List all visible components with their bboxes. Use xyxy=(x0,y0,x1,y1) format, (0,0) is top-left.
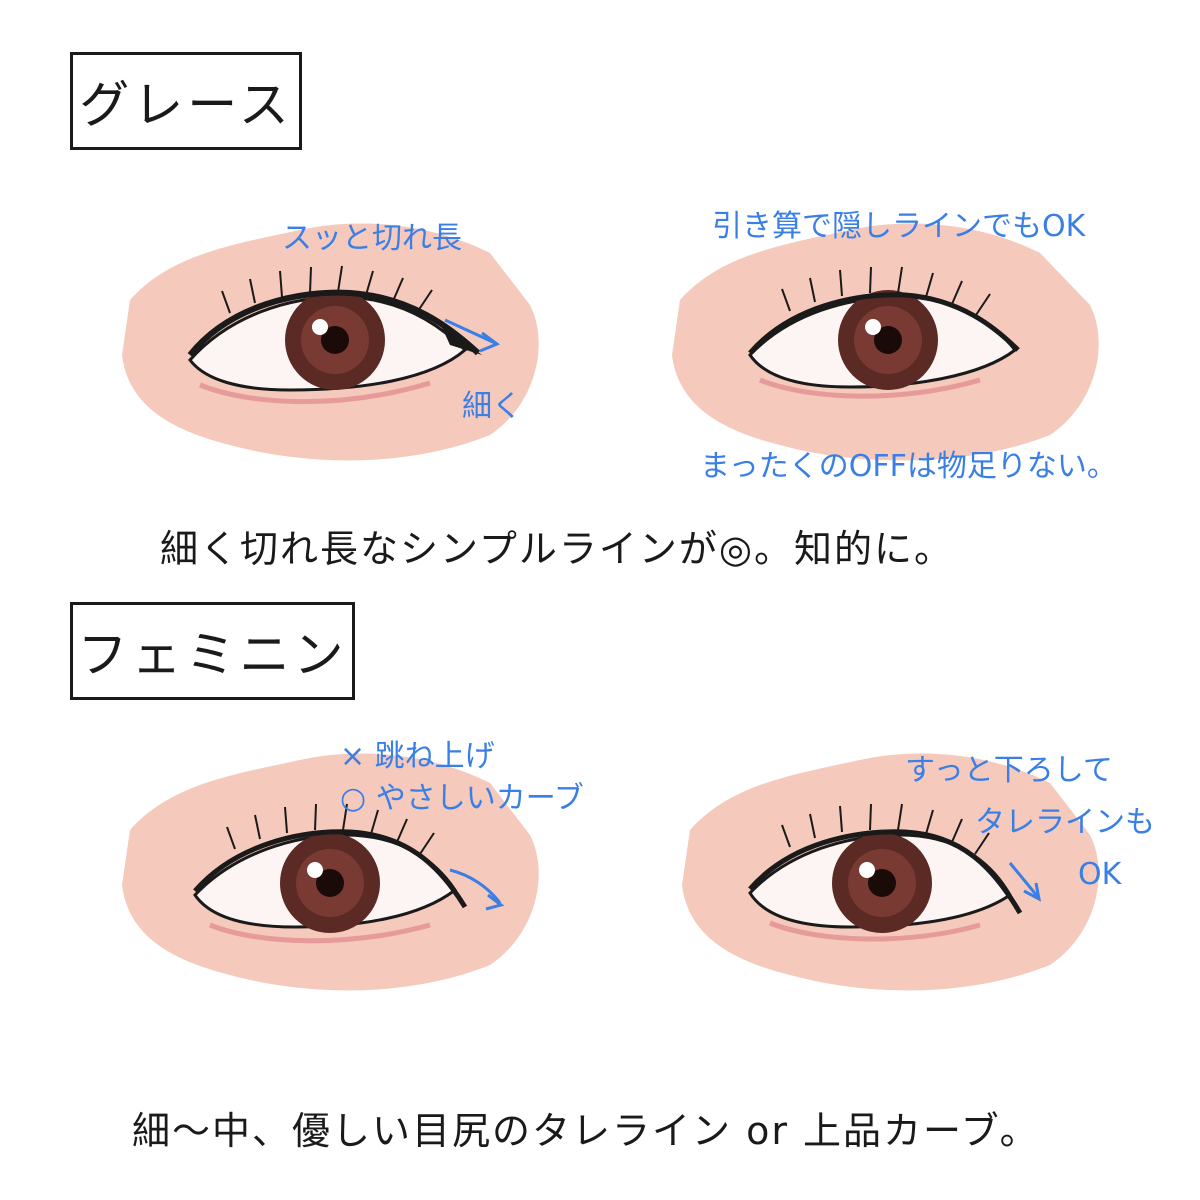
eye-illustration xyxy=(670,735,1130,1005)
section-title-box: フェミニン xyxy=(70,602,355,700)
section-caption: 細く切れ長なシンプルラインが◎。知的に。 xyxy=(160,527,955,571)
eye-feminine-soft-curve xyxy=(122,753,539,991)
eye-illustration xyxy=(660,205,1130,475)
eye-grace-hidden-line xyxy=(672,223,1099,461)
section-title-box: グレース xyxy=(70,52,302,150)
note: 細く xyxy=(462,389,522,424)
note: すっと下ろして xyxy=(905,753,1113,788)
section-caption: 細～中、優しい目尻のタレライン or 上品カーブ。 xyxy=(132,1109,1040,1153)
note: × 跳ね上げ xyxy=(340,739,495,774)
section-title: グレース xyxy=(79,76,293,134)
note: スッと切れ長 xyxy=(282,221,462,256)
section-title: フェミニン xyxy=(77,626,348,684)
eye-illustration xyxy=(110,735,560,1005)
note: ○ やさしいカーブ xyxy=(340,781,584,816)
eye-feminine-droop-line xyxy=(682,753,1099,991)
note: OK xyxy=(1078,857,1122,892)
note: まったくのOFFは物足りない。 xyxy=(700,449,1117,484)
note: 引き算で隠しラインでもOK xyxy=(712,209,1086,244)
note: タレラインも xyxy=(975,805,1155,840)
eye-illustration xyxy=(110,205,560,475)
eye-grace-slim-line xyxy=(122,223,539,461)
